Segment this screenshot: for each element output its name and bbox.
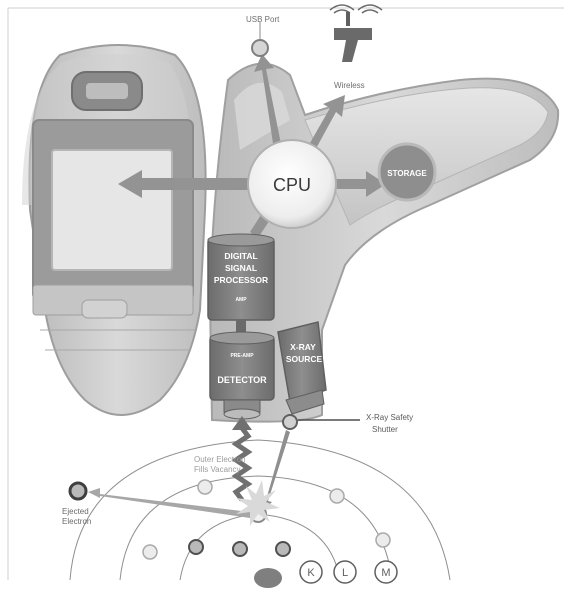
ejected-electron-label-2: Electron xyxy=(62,517,91,526)
ejected-electron-label-1: Ejected xyxy=(62,507,89,516)
storage-label: STORAGE xyxy=(387,169,427,178)
detector-label: DETECTOR xyxy=(217,375,267,385)
device-front-view xyxy=(22,45,206,415)
dsp-label-3: PROCESSOR xyxy=(214,275,268,285)
dsp-label-2: SIGNAL xyxy=(225,263,257,273)
device-bottom-button xyxy=(82,300,127,318)
dsp-component: DIGITAL SIGNAL PROCESSOR AMP xyxy=(208,234,274,320)
nucleus xyxy=(254,568,282,588)
safety-shutter-label-2: Shutter xyxy=(372,425,398,434)
shell-l-label: L xyxy=(342,567,348,579)
shell-k-label: K xyxy=(307,567,315,579)
device-screen xyxy=(52,150,172,270)
cpu-label: CPU xyxy=(273,175,311,195)
ejected-electron-icon xyxy=(70,483,86,499)
outer-electron-label-1: Outer Electron xyxy=(194,455,246,464)
wireless-label: Wireless xyxy=(334,81,365,90)
pre-amp-label: PRE-AMP xyxy=(230,353,254,359)
xray-label-2: SOURCE xyxy=(286,354,323,364)
shell-m-label: M xyxy=(381,567,390,579)
arrow-fluorescence xyxy=(236,428,248,500)
arrow-ejected-electron xyxy=(88,488,250,518)
shell-labels: K L M xyxy=(300,561,397,583)
safety-shutter-icon xyxy=(283,415,297,429)
dsp-label-1: DIGITAL xyxy=(224,251,257,261)
safety-shutter-label-1: X-Ray Safety xyxy=(366,413,413,422)
device-top-port xyxy=(86,83,128,99)
wireless-scanner-icon xyxy=(330,5,382,62)
usb-port-label: USB Port xyxy=(246,15,280,24)
outer-electron-label-2: Fills Vacancy xyxy=(194,465,241,474)
usb-port-icon xyxy=(252,40,268,56)
xray-label-1: X-RAY xyxy=(290,342,316,352)
amp-label: AMP xyxy=(235,297,247,303)
